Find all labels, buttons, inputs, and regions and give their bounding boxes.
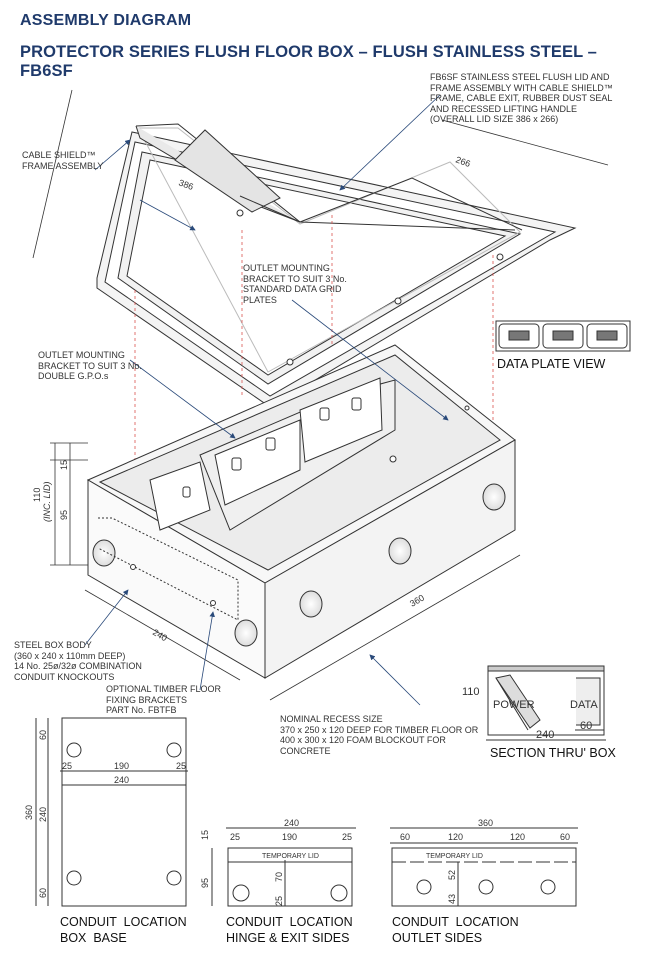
outlet-hole-bottom: 43 [447, 894, 457, 904]
base-right: 25 [176, 761, 186, 771]
lid-length-dim: 386 [177, 177, 195, 192]
section-data-width: 60 [580, 720, 592, 732]
data-plate-caption: DATA PLATE VIEW [497, 357, 606, 371]
lid-frame-assembly [96, 123, 577, 408]
base-view [35, 717, 188, 907]
base-centre: 190 [114, 761, 129, 771]
base-top: 60 [38, 730, 48, 740]
box-width-dim: 240 [151, 627, 169, 643]
lid-assembly-callout: FB6SF STAINLESS STEEL FLUSH LID AND FRAM… [430, 72, 613, 124]
hinge-centre: 190 [282, 832, 297, 842]
base-bottom: 60 [38, 888, 48, 898]
section-data-label: DATA [570, 699, 598, 711]
hinge-left: 25 [230, 832, 240, 842]
hinge-lid-label: TEMPORARY LID [262, 853, 319, 860]
outlet-d3: 120 [510, 832, 525, 842]
lower-dim: 95 [59, 510, 69, 520]
iso-dimensions [32, 89, 609, 701]
height-note: (INC. LID) [42, 481, 52, 522]
data-bracket-callout: OUTLET MOUNTING BRACKET TO SUIT 3 No. ST… [243, 263, 347, 305]
hinge-top: 15 [200, 830, 210, 840]
lid-width-dim: 266 [454, 154, 472, 169]
base-height: 360 [24, 805, 34, 820]
hinge-caption: CONDUIT LOCATION HINGE & EXIT SIDES [226, 915, 353, 945]
base-left: 25 [62, 761, 72, 771]
base-caption: CONDUIT LOCATION BOX BASE [60, 915, 187, 945]
hinge-height: 95 [200, 878, 210, 888]
outlet-d2: 120 [448, 832, 463, 842]
base-width: 240 [114, 775, 129, 785]
box-length-dim: 360 [408, 593, 426, 609]
outlet-view [390, 827, 578, 907]
height-dim: 110 [32, 488, 42, 502]
upper-dim: 15 [59, 460, 69, 470]
base-inner: 240 [38, 807, 48, 822]
outlet-caption: CONDUIT LOCATION OUTLET SIDES [392, 915, 519, 945]
alignment-lines [134, 215, 494, 465]
recess-callout: NOMINAL RECESS SIZE 370 x 250 x 120 DEEP… [280, 714, 479, 756]
hinge-hole-height: 70 [274, 872, 284, 882]
gpo-bracket-callout: OUTLET MOUNTING BRACKET TO SUIT 3 No. DO… [38, 350, 142, 381]
outlet-lid-label: TEMPORARY LID [426, 853, 483, 860]
hinge-right: 25 [342, 832, 352, 842]
data-plate-view [495, 320, 631, 352]
leader-lines [84, 94, 449, 706]
cable-shield-callout: CABLE SHIELD™ FRAME ASSEMBLY [22, 150, 104, 171]
page-title: ASSEMBLY DIAGRAM [20, 12, 192, 29]
steel-box-callout: STEEL BOX BODY (360 x 240 x 110mm DEEP) … [14, 640, 142, 682]
section-width: 240 [536, 729, 554, 741]
section-caption: SECTION THRU' BOX [490, 746, 616, 760]
section-height: 110 [462, 686, 480, 698]
outlet-d4: 60 [560, 832, 570, 842]
hinge-view [211, 827, 356, 907]
hinge-width: 240 [284, 818, 299, 828]
section-drawing [486, 665, 606, 741]
outlet-width: 360 [478, 818, 493, 828]
page-subtitle: PROTECTOR SERIES FLUSH FLOOR BOX – FLUSH… [20, 43, 597, 80]
timber-brackets-callout: OPTIONAL TIMBER FLOOR FIXING BRACKETS PA… [106, 684, 222, 715]
hinge-bottom: 25 [274, 896, 284, 906]
steel-box-body [86, 344, 516, 679]
section-power-label: POWER [493, 699, 535, 711]
outlet-d1: 60 [400, 832, 410, 842]
outlet-hole-top: 52 [447, 870, 457, 880]
